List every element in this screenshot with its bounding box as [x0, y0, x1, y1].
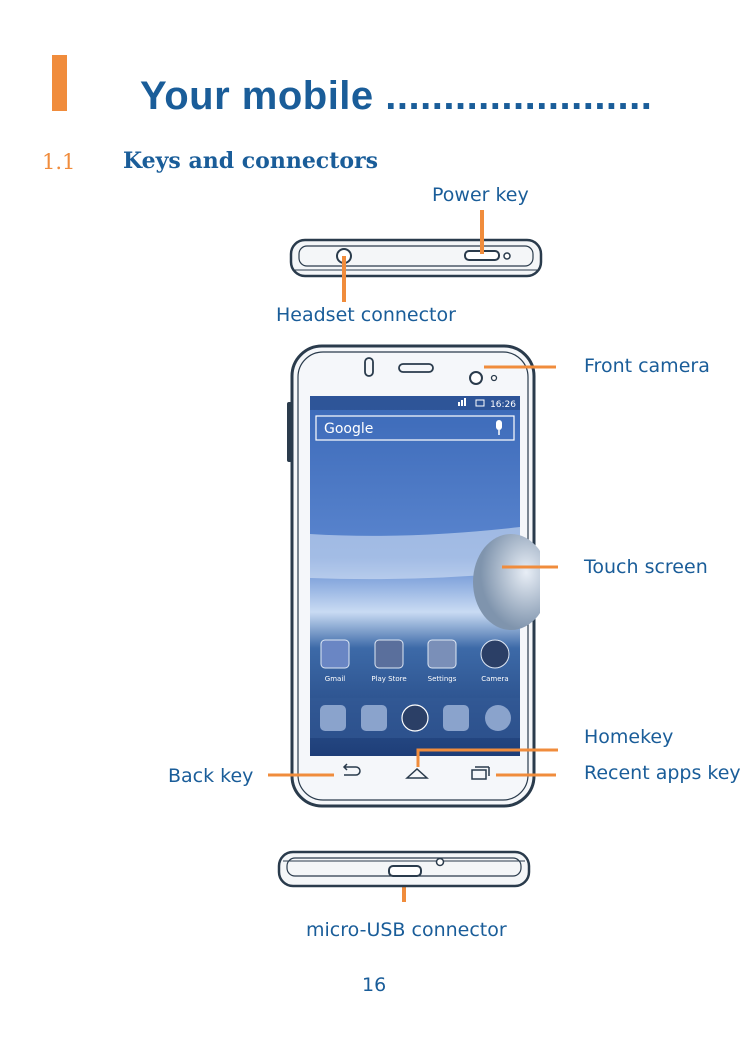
home-key-icon[interactable]: [405, 767, 429, 779]
front-camera-icon: [469, 371, 483, 385]
chapter-title: Your mobile .......................: [140, 74, 653, 118]
label-power-key: Power key: [432, 184, 529, 206]
app-label-play-store: Play Store: [371, 675, 406, 683]
gmail-icon[interactable]: [320, 639, 350, 669]
messaging-app-icon[interactable]: [443, 705, 469, 731]
label-touch-screen: Touch screen: [584, 556, 708, 578]
browser-app-icon[interactable]: [485, 705, 511, 731]
app-label-gmail: Gmail: [325, 675, 345, 683]
label-front-camera: Front camera: [584, 355, 710, 377]
app-label-settings: Settings: [428, 675, 457, 683]
phone-top-edge: [289, 238, 543, 278]
label-micro-usb-connector: micro-USB connector: [306, 919, 507, 941]
search-bar[interactable]: [315, 415, 515, 441]
mic-icon: [496, 420, 502, 430]
headset-leader: [342, 256, 346, 302]
phone-front: 16:26 Google Gmail Play Store Settings C…: [287, 344, 540, 808]
app-row: Gmail Play Store Settings Camera: [320, 639, 510, 683]
micro-usb-port-icon: [388, 865, 422, 877]
status-time: 16:26: [490, 400, 516, 410]
recent-apps-key-icon[interactable]: [471, 769, 487, 780]
app-label-camera: Camera: [481, 675, 508, 683]
label-back-key: Back key: [168, 765, 254, 787]
camera-app-icon[interactable]: [480, 639, 510, 669]
settings-icon[interactable]: [427, 639, 457, 669]
microphone-hole-icon: [435, 857, 445, 867]
label-recent-apps-key: Recent apps key: [584, 762, 741, 784]
chapter-number-bar: [52, 55, 67, 111]
contacts-app-icon[interactable]: [361, 705, 387, 731]
label-home-key: Homekey: [584, 726, 674, 748]
label-headset-connector: Headset connector: [276, 304, 456, 326]
section-title: Keys and connectors: [123, 148, 379, 174]
power-key-leader: [480, 210, 484, 254]
phone-app-icon[interactable]: [320, 705, 346, 731]
search-brand: Google: [324, 421, 373, 437]
planet-image: [473, 534, 540, 630]
app-drawer-icon[interactable]: [401, 704, 429, 732]
back-key-icon[interactable]: [342, 763, 361, 776]
play-store-icon[interactable]: [374, 639, 404, 669]
section-number: 1.1: [42, 150, 76, 174]
phone-bottom-edge: [277, 850, 531, 888]
page-number: 16: [362, 974, 387, 996]
